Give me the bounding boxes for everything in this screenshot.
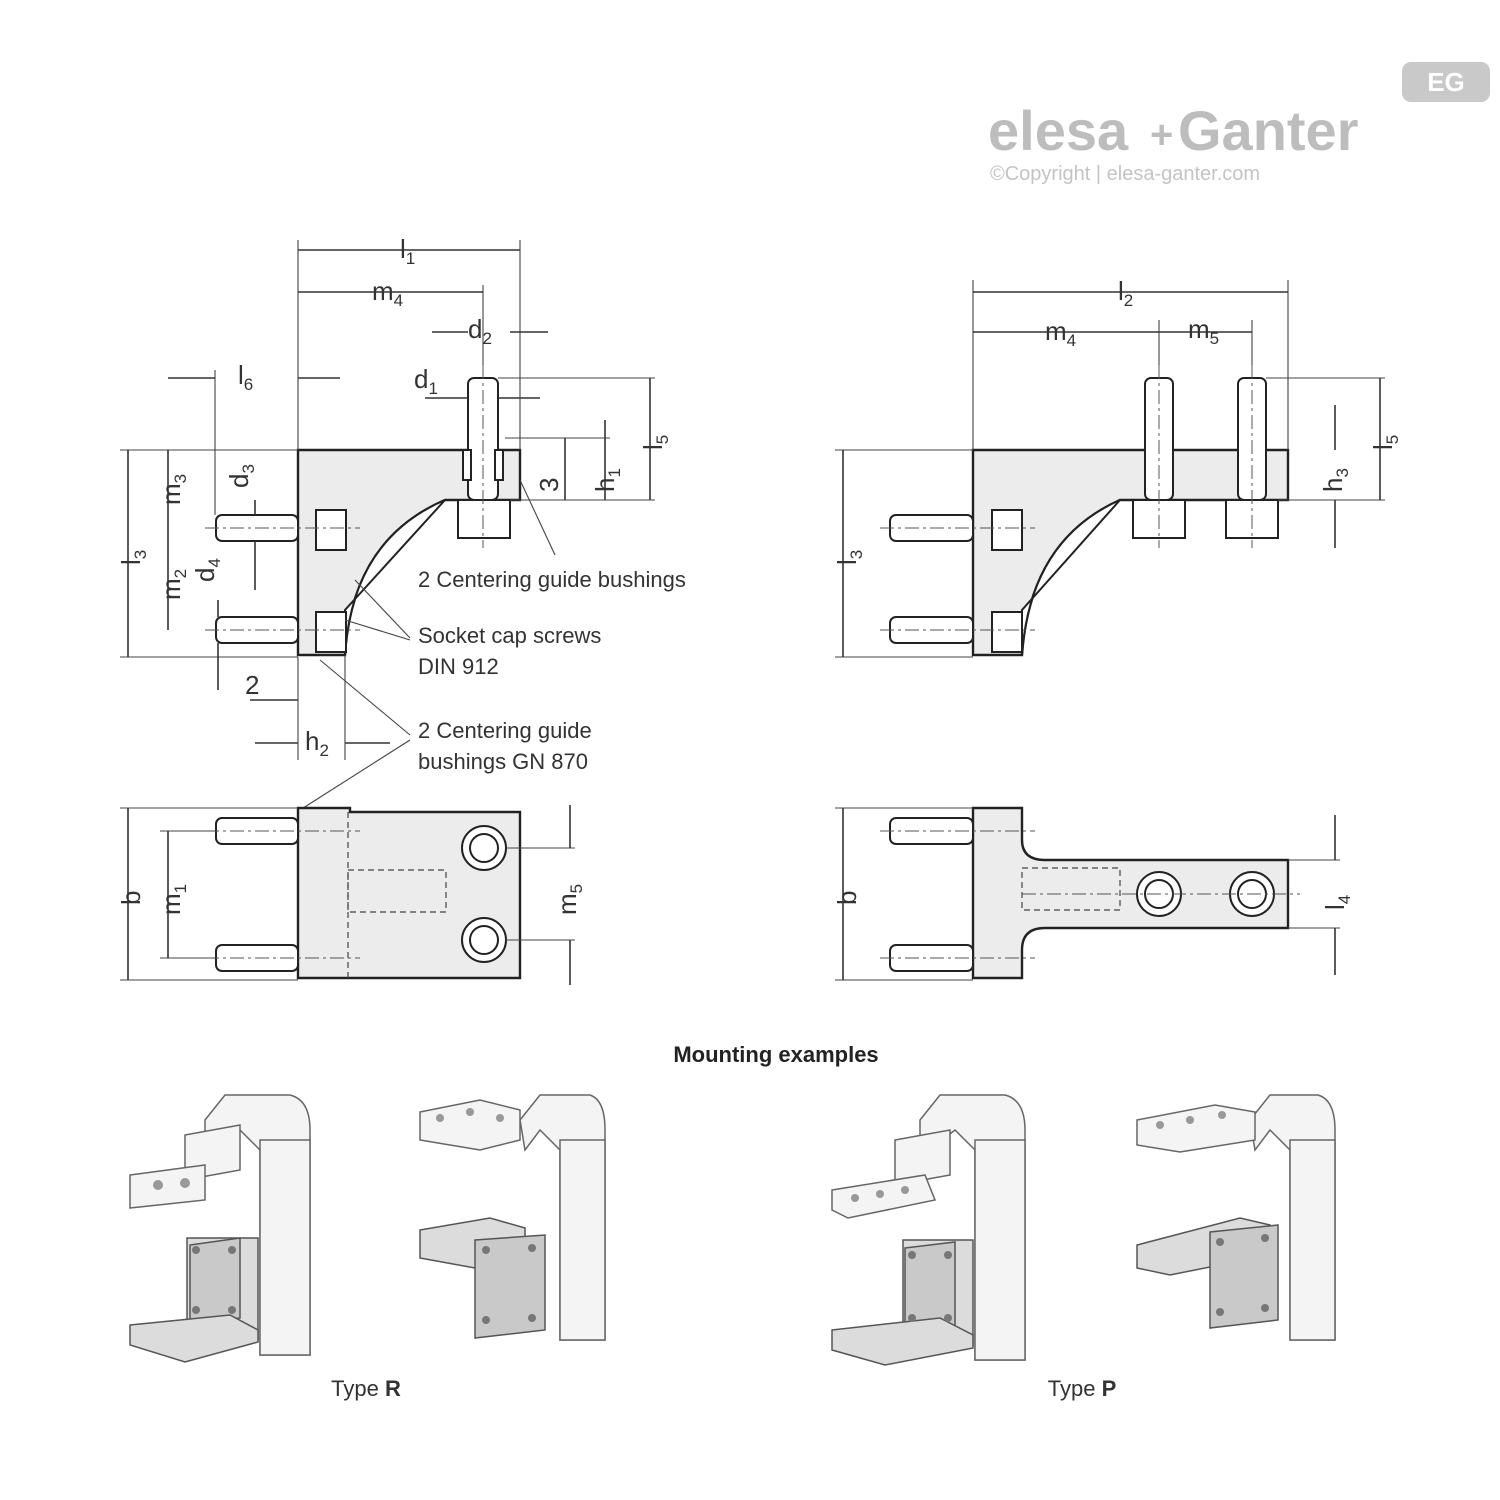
brand-logo: EG elesa + Ganter ©Copyright | elesa-gan… bbox=[988, 62, 1490, 185]
dim-l4: l4 bbox=[1320, 895, 1354, 910]
vertical-screw-head bbox=[457, 499, 511, 539]
dim-d3: d3 bbox=[224, 464, 258, 488]
dim-m5-top: m5 bbox=[552, 884, 586, 915]
brand-name-left: elesa bbox=[988, 99, 1129, 162]
dim-l6: l6 bbox=[238, 360, 253, 394]
dim-m1: m1 bbox=[156, 884, 190, 915]
dim-d1: d1 bbox=[414, 364, 438, 398]
mounting-examples-title: Mounting examples bbox=[673, 1042, 878, 1067]
mounting-example-r1 bbox=[129, 1094, 311, 1363]
note-centering-bushings: 2 Centering guide bushings bbox=[418, 567, 686, 592]
upper-screw-p bbox=[991, 509, 1023, 551]
eg-badge-text: EG bbox=[1427, 67, 1465, 97]
dim-h2: h2 bbox=[305, 726, 329, 760]
note-socket-screws-1: Socket cap screws bbox=[418, 623, 601, 648]
dim-l3-p: l3 bbox=[832, 550, 866, 565]
screw-head-2 bbox=[1225, 499, 1279, 539]
dim-m4: m4 bbox=[372, 276, 403, 310]
dim-b-p: b bbox=[832, 891, 862, 905]
dim-l2: l2 bbox=[1118, 276, 1133, 310]
dim-two: 2 bbox=[245, 670, 259, 700]
copyright-line: ©Copyright | elesa-ganter.com bbox=[990, 163, 1260, 185]
dim-b: b bbox=[116, 891, 146, 905]
brand-name-right: Ganter bbox=[1178, 99, 1359, 162]
dim-m4-p: m4 bbox=[1045, 316, 1076, 350]
dim-d4: d4 bbox=[190, 558, 224, 582]
dim-l5-p: l5 bbox=[1368, 435, 1402, 450]
dim-m2: m2 bbox=[156, 569, 190, 600]
rib-web-p bbox=[1021, 499, 1121, 656]
note-gn-bushings-1: 2 Centering guide bbox=[418, 718, 592, 743]
dim-three: 3 bbox=[534, 478, 564, 492]
mounting-example-p2 bbox=[1136, 1094, 1336, 1341]
eg-badge bbox=[1402, 62, 1490, 102]
dim-m3: m3 bbox=[156, 474, 190, 505]
type-p-top-view: b l4 bbox=[832, 806, 1354, 981]
mounting-example-r2 bbox=[419, 1094, 606, 1341]
dim-l1: l1 bbox=[400, 234, 415, 268]
bushing-left bbox=[462, 449, 472, 481]
rib-web bbox=[344, 499, 446, 656]
upper-screw-head bbox=[315, 509, 347, 551]
mounting-example-p1 bbox=[831, 1094, 1026, 1366]
type-r-top-view: b m1 m5 bbox=[116, 805, 586, 985]
dim-d2: d2 bbox=[468, 314, 492, 348]
dim-l3: l3 bbox=[116, 550, 150, 565]
note-socket-screws-2: DIN 912 bbox=[418, 654, 499, 679]
lower-screw-head bbox=[315, 611, 347, 653]
bushing-right bbox=[494, 449, 504, 481]
type-p-side-view: l2 m4 m5 l3 h3 l5 bbox=[832, 276, 1402, 658]
dim-h1: h1 bbox=[590, 468, 624, 492]
type-r-label: Type R bbox=[331, 1376, 401, 1401]
note-gn-bushings-2: bushings GN 870 bbox=[418, 749, 588, 774]
brand-plus: + bbox=[1150, 113, 1173, 157]
dim-m5-p: m5 bbox=[1188, 314, 1219, 348]
dim-h3: h3 bbox=[1318, 468, 1352, 492]
type-r-side-view: l1 m4 d2 d1 l6 m3 d3 l3 m2 d4 h1 l5 3 2 … bbox=[116, 234, 672, 811]
type-p-label: Type P bbox=[1048, 1376, 1117, 1401]
dim-l5: l5 bbox=[638, 435, 672, 450]
lower-screw-p bbox=[991, 611, 1023, 653]
